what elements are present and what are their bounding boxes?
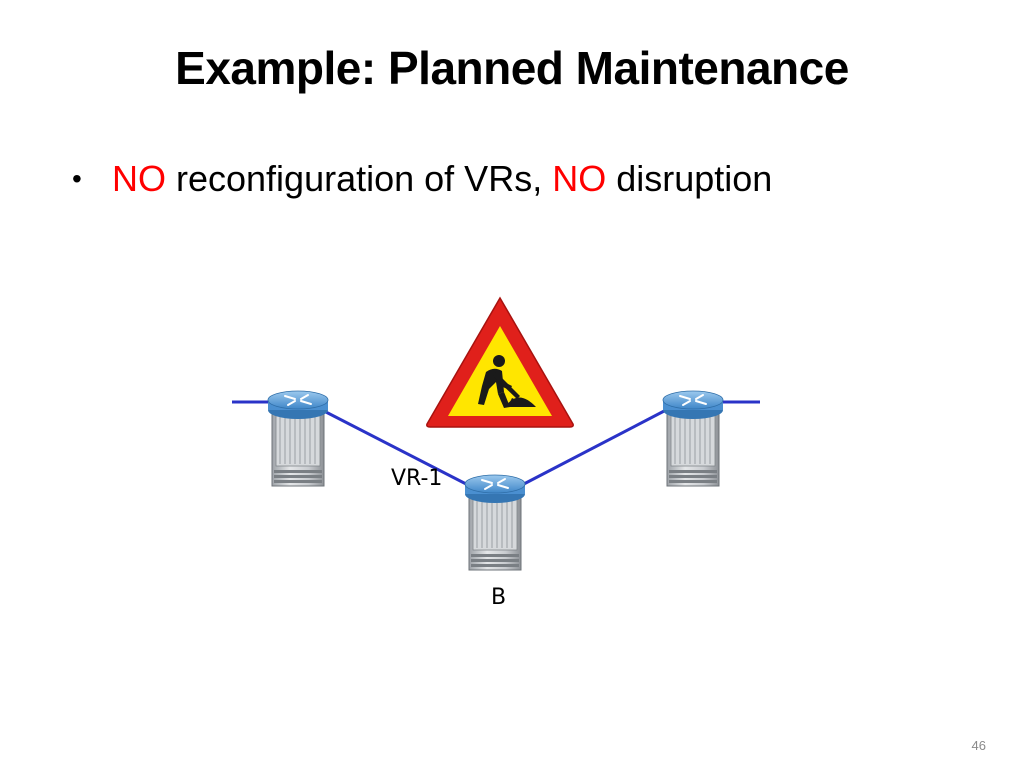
roadwork-warning-icon — [426, 296, 574, 428]
page-number: 46 — [971, 738, 986, 753]
vr-1-label: VR-1 — [391, 466, 442, 491]
link-b-to-right — [519, 407, 669, 488]
right-router-icon — [662, 390, 724, 487]
slide-title: Example: Planned Maintenance — [175, 42, 849, 94]
bullet-text-end: disruption — [606, 158, 773, 199]
bullet-dot-icon: • — [72, 163, 82, 194]
network-links — [232, 400, 760, 488]
bullet-emphasis-no-2: NO — [552, 158, 607, 199]
bullet-emphasis-no-1: NO — [112, 158, 166, 199]
bullet-item: • NO reconfiguration of VRs, NO disruptio… — [72, 152, 772, 206]
router-b-label: B — [491, 585, 506, 610]
bullet-text-middle: reconfiguration of VRs, — [166, 158, 553, 199]
left-router-icon — [267, 390, 329, 487]
link-left-to-b — [321, 408, 471, 488]
center-router-icon — [464, 474, 526, 571]
